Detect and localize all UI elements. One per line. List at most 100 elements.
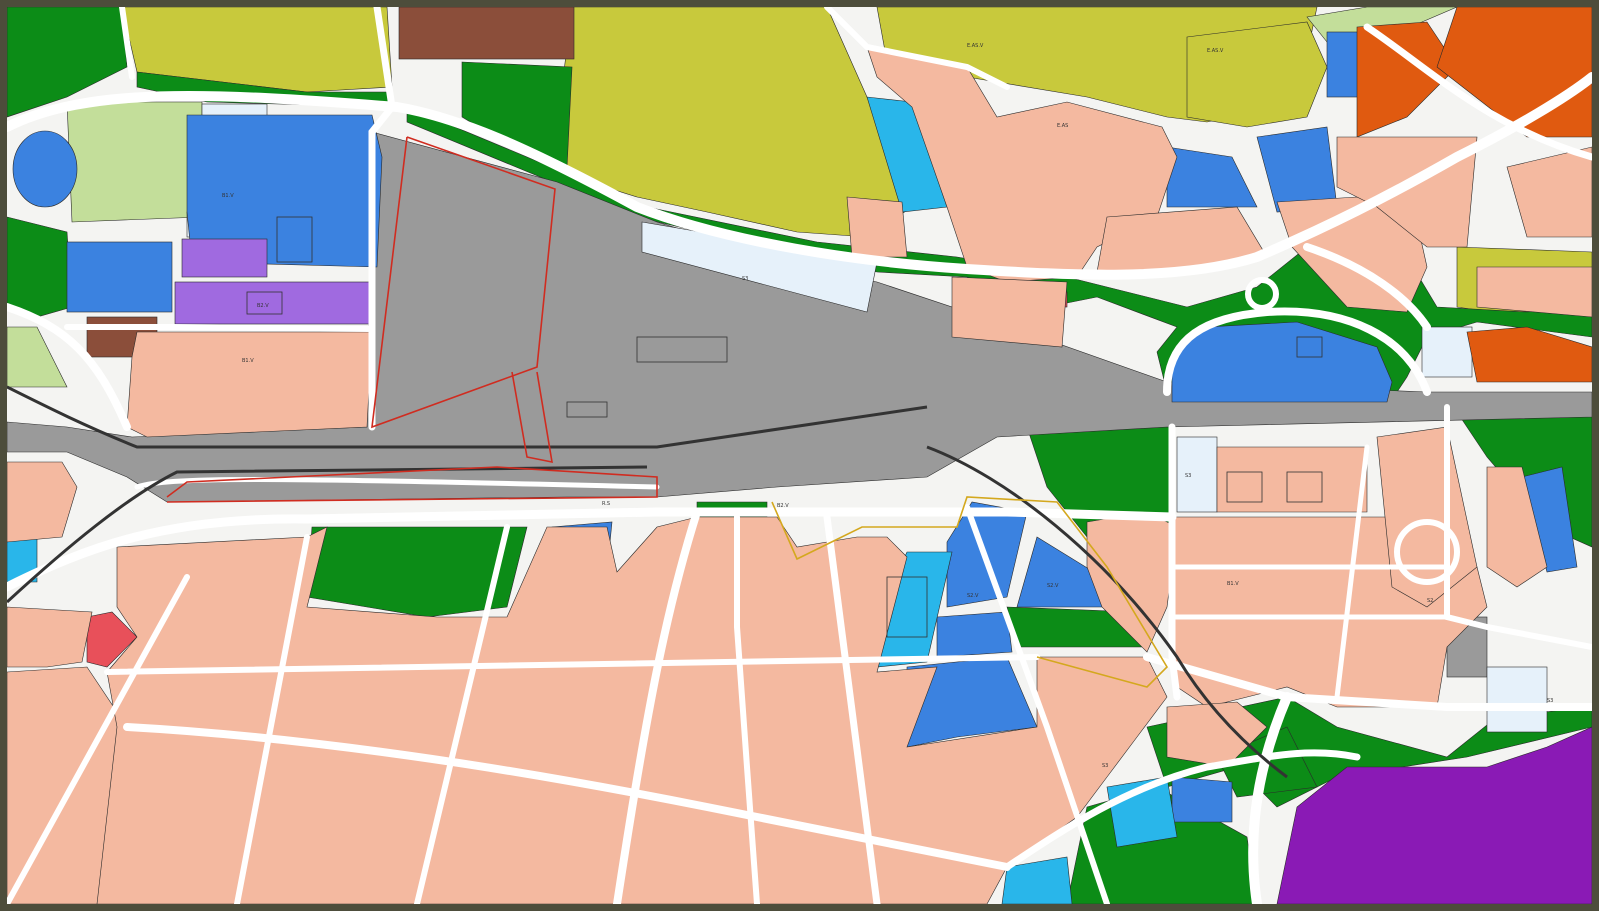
building <box>566 401 608 418</box>
residential-zone <box>1376 426 1478 608</box>
zone-label: E.AS <box>1057 123 1068 129</box>
public-service-zone <box>936 611 1013 658</box>
zone-label: S3 <box>1185 473 1191 479</box>
residential-zone <box>96 516 1168 904</box>
building-outlines <box>246 216 1323 638</box>
road <box>1363 23 1592 161</box>
violet-zone <box>181 238 268 278</box>
public-service-zone <box>186 114 383 268</box>
residential-zone <box>1506 146 1592 238</box>
light-green-zone <box>7 326 68 388</box>
building <box>886 576 928 638</box>
road <box>414 524 510 904</box>
plan-boundaries <box>166 136 1169 688</box>
zone-label: R.S <box>602 501 610 507</box>
building <box>246 291 283 315</box>
public-service-zone <box>1171 776 1233 823</box>
road <box>7 72 1592 280</box>
residential-zone <box>1476 266 1592 318</box>
road <box>123 723 1011 871</box>
light-blue-zone <box>1001 856 1073 904</box>
pale-service-zone <box>1421 326 1473 378</box>
public-service-zone <box>1171 321 1393 403</box>
residential-zone <box>1486 466 1548 588</box>
zone-label: E.AS.V <box>967 43 984 49</box>
public-service-zone <box>1326 31 1360 98</box>
red-zone <box>86 611 138 668</box>
road <box>1143 653 1592 711</box>
pale-service-zone <box>1176 436 1218 513</box>
railway-lines <box>7 385 1288 779</box>
zone-label: S2.V <box>967 593 979 599</box>
zone-labels: B1.V B1.V B1.V B2.V E.AS.V E.AS.V E.AS S… <box>222 43 1553 769</box>
building <box>636 336 728 363</box>
zone-label: S3 <box>1547 698 1553 704</box>
agricultural-zone <box>121 7 393 93</box>
roundabout <box>1394 519 1460 585</box>
road <box>368 7 396 431</box>
zone-label: S3 <box>742 276 748 282</box>
road <box>7 303 131 431</box>
yellow-boundary <box>771 496 1169 688</box>
railway-track <box>7 465 648 604</box>
residential-zone <box>1166 701 1268 768</box>
road <box>234 534 310 904</box>
zone-label: B1.V <box>1227 581 1239 587</box>
public-service-zone <box>12 130 78 208</box>
zone-label: S3 <box>1102 763 1108 769</box>
zone-label: E.AS.V <box>1207 48 1224 54</box>
building <box>1286 471 1323 503</box>
building <box>276 216 313 263</box>
road <box>1003 749 1361 871</box>
green-zone <box>7 7 128 118</box>
road <box>734 514 760 904</box>
red-boundary <box>371 136 556 429</box>
residential-zone <box>126 331 373 438</box>
brown-zone <box>398 7 575 60</box>
road <box>1334 444 1370 700</box>
green-zone <box>406 106 1592 393</box>
roundabout <box>1245 277 1279 311</box>
building <box>1296 336 1323 358</box>
agricultural-zone <box>1186 21 1328 128</box>
zone-layer <box>7 7 1592 904</box>
green-zone <box>7 216 73 318</box>
road <box>824 7 1010 90</box>
pale-service-zone <box>1486 666 1548 733</box>
residential-zone <box>7 461 78 543</box>
red-boundary <box>511 371 553 464</box>
road <box>104 654 1040 675</box>
residential-zone <box>951 276 1068 348</box>
railway-yard <box>7 131 1592 503</box>
road <box>1168 423 1181 701</box>
road <box>964 504 1110 904</box>
orange-zone <box>1356 21 1458 138</box>
residential-zone <box>1216 446 1368 513</box>
violet-zone <box>174 281 371 325</box>
zoning-map-canvas: B1.V B1.V B1.V B2.V E.AS.V E.AS.V E.AS S… <box>7 7 1592 904</box>
building <box>1226 471 1263 503</box>
zone-label: S2.V <box>1047 583 1059 589</box>
zone-label: B2.V <box>777 503 789 509</box>
purple-zone <box>1276 726 1592 904</box>
residential-zone <box>846 196 908 258</box>
railway-track <box>7 385 928 449</box>
residential-zone <box>866 46 1178 283</box>
zone-label: B1.V <box>242 358 254 364</box>
road <box>613 508 701 904</box>
residential-zone <box>7 606 93 668</box>
road <box>1248 692 1292 904</box>
road-network <box>7 7 1592 904</box>
railway-track <box>926 445 1288 779</box>
orange-zone <box>1466 326 1592 383</box>
road <box>1163 307 1431 396</box>
public-service-zone <box>66 241 173 313</box>
road <box>64 324 375 332</box>
zone-label: B2.V <box>257 303 269 309</box>
road <box>1303 243 1431 331</box>
road <box>1444 404 1592 650</box>
road <box>7 574 190 904</box>
orange-zone <box>1436 7 1592 138</box>
light-green-zone <box>66 101 203 223</box>
